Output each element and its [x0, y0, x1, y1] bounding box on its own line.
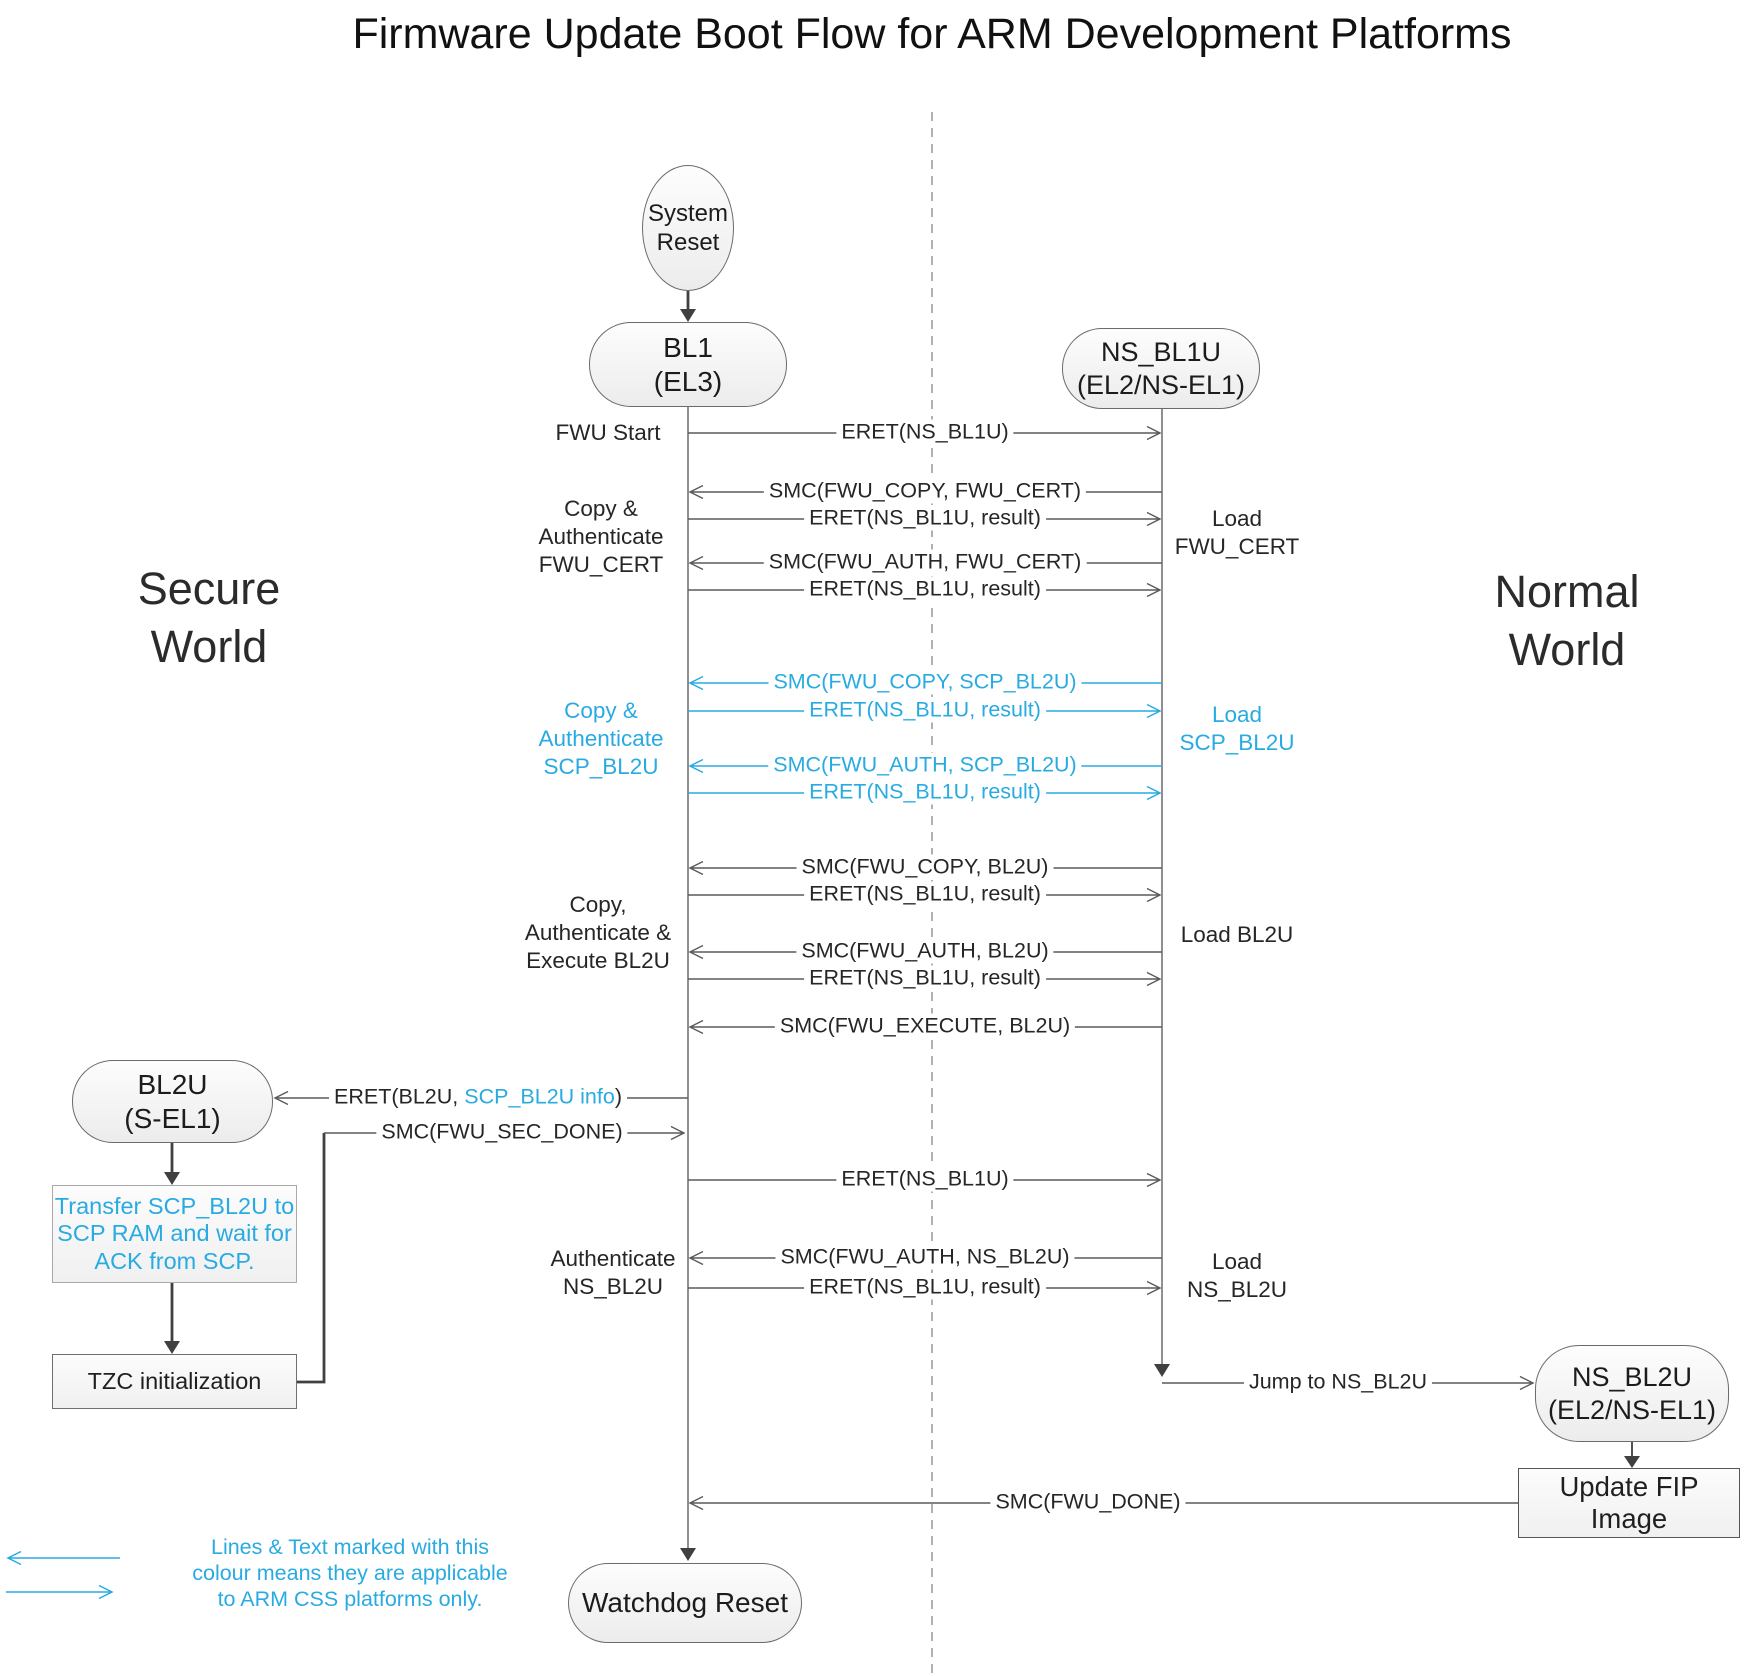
node-bl1: BL1 (EL3)	[589, 322, 787, 407]
label-load-fwu-cert: Load FWU_CERT	[1175, 505, 1300, 561]
node-ns-bl2u: NS_BL2U (EL2/NS-EL1)	[1535, 1345, 1729, 1442]
copy-auth-scp-bl2u-line1: Copy &	[564, 698, 638, 723]
bl1-watchdog-arrowhead-icon	[680, 1548, 696, 1561]
msg-label-eret-ns-bl1u: ERET(NS_BL1U)	[836, 419, 1014, 445]
transfer-scp-line2: SCP RAM and wait for	[57, 1220, 292, 1247]
label-copy-auth-exec-bl2u: Copy, Authenticate & Execute BL2U	[525, 891, 671, 975]
page-title: Firmware Update Boot Flow for ARM Develo…	[352, 10, 1512, 58]
label-load-scp-bl2u: Load SCP_BL2U	[1179, 701, 1294, 757]
transfer-scp-box: Transfer SCP_BL2U to SCP RAM and wait fo…	[52, 1185, 297, 1283]
msg-label-eret-ns-bl1u-2: ERET(NS_BL1U)	[836, 1166, 1014, 1192]
msg-label-eret-result-5: ERET(NS_BL1U, result)	[804, 881, 1046, 907]
label-auth-ns-bl2u: Authenticate NS_BL2U	[550, 1245, 675, 1301]
msg-label-jump-to-ns-bl2u: Jump to NS_BL2U	[1243, 1369, 1433, 1395]
transfer-scp-line3: ACK from SCP.	[94, 1247, 255, 1274]
msg-label-smc-fwu-auth-scp-bl2u: SMC(FWU_AUTH, SCP_BL2U)	[768, 752, 1082, 778]
transfer-scp-line1: Transfer SCP_BL2U to	[54, 1192, 295, 1219]
copy-auth-exec-bl2u-line1: Copy,	[569, 892, 627, 917]
secure-world-line1: Secure	[137, 563, 281, 614]
msg-label-smc-fwu-done: SMC(FWU_DONE)	[990, 1489, 1186, 1515]
normal-world-line2: World	[1508, 624, 1626, 675]
label-load-ns-bl2u: Load NS_BL2U	[1187, 1248, 1287, 1304]
label-copy-auth-fwu-cert: Copy & Authenticate FWU_CERT	[538, 495, 663, 579]
normal-world-label: Normal World	[1494, 563, 1639, 679]
msg-label-eret-result-2: ERET(NS_BL1U, result)	[804, 576, 1046, 602]
legend-left-arrow-icon	[6, 1550, 120, 1566]
auth-ns-bl2u-line1: Authenticate	[550, 1246, 676, 1271]
msg-label-smc-fwu-sec-done: SMC(FWU_SEC_DONE)	[376, 1119, 628, 1145]
legend-right-arrow-icon	[6, 1584, 114, 1600]
msg-label-eret-result-4: ERET(NS_BL1U, result)	[804, 779, 1046, 805]
label-load-bl2u: Load BL2U	[1181, 921, 1294, 949]
normal-world-line1: Normal	[1494, 566, 1640, 617]
legend-note: Lines & Text marked with this colour mea…	[192, 1534, 508, 1612]
ns-bl1u-line2: (EL2/NS-EL1)	[1076, 369, 1246, 400]
bl1-line2: (EL3)	[653, 365, 723, 397]
eret-bl2u-prefix: ERET(BL2U,	[334, 1084, 465, 1109]
tzc-elbow-connector	[297, 1133, 326, 1384]
bl2u-line2: (S-EL1)	[124, 1102, 221, 1134]
bl2u-transfer-arrowhead-icon	[164, 1172, 180, 1185]
load-fwu-cert-line1: Load	[1211, 506, 1263, 531]
msg-label-eret-result-3: ERET(NS_BL1U, result)	[804, 697, 1046, 723]
load-scp-bl2u-line2: SCP_BL2U	[1179, 730, 1295, 755]
bl1-line1: BL1	[663, 331, 713, 363]
msg-label-smc-fwu-execute-bl2u: SMC(FWU_EXECUTE, BL2U)	[774, 1013, 1076, 1039]
node-bl2u: BL2U (S-EL1)	[72, 1060, 273, 1143]
nsbl2u-updatefip-arrowhead-icon	[1624, 1456, 1640, 1468]
fwu-start-text: FWU Start	[555, 420, 661, 445]
ns-bl2u-line2: (EL2/NS-EL1)	[1547, 1394, 1717, 1425]
tzc-box: TZC initialization	[52, 1354, 297, 1409]
msg-label-eret-result-7: ERET(NS_BL1U, result)	[804, 1274, 1046, 1300]
copy-auth-fwu-cert-line2: Authenticate	[538, 524, 664, 549]
load-fwu-cert-line2: FWU_CERT	[1174, 534, 1300, 559]
legend-line3: to ARM CSS platforms only.	[217, 1587, 483, 1611]
system-reset-line2: Reset	[656, 229, 720, 256]
copy-auth-fwu-cert-line1: Copy &	[564, 496, 638, 521]
msg-label-smc-fwu-auth-bl2u: SMC(FWU_AUTH, BL2U)	[796, 938, 1054, 964]
ns-lifeline-end-arrowhead-icon	[1154, 1364, 1170, 1377]
copy-auth-exec-bl2u-line2: Authenticate &	[524, 920, 672, 945]
node-ns-bl1u: NS_BL1U (EL2/NS-EL1)	[1062, 328, 1260, 409]
label-fwu-start: FWU Start	[556, 419, 661, 447]
copy-auth-fwu-cert-line3: FWU_CERT	[538, 552, 664, 577]
watchdog-reset-label: Watchdog Reset	[582, 1587, 788, 1618]
ns-bl1u-line1: NS_BL1U	[1100, 336, 1222, 367]
update-fip-box: Update FIP Image	[1518, 1468, 1740, 1538]
msg-label-smc-fwu-auth-fwu-cert: SMC(FWU_AUTH, FWU_CERT)	[763, 549, 1087, 575]
msg-label-eret-result-1: ERET(NS_BL1U, result)	[804, 505, 1046, 531]
msg-label-smc-fwu-copy-bl2u: SMC(FWU_COPY, BL2U)	[796, 854, 1054, 880]
load-ns-bl2u-line2: NS_BL2U	[1186, 1277, 1288, 1302]
msg-label-smc-fwu-copy-fwu-cert: SMC(FWU_COPY, FWU_CERT)	[763, 478, 1087, 504]
secure-world-label: Secure World	[138, 560, 281, 676]
msg-label-eret-result-6: ERET(NS_BL1U, result)	[804, 965, 1046, 991]
system-reset-line1: System	[647, 200, 728, 227]
msg-label-smc-fwu-auth-ns-bl2u: SMC(FWU_AUTH, NS_BL2U)	[775, 1244, 1075, 1270]
msg-label-eret-bl2u: ERET(BL2U, SCP_BL2U info)	[329, 1084, 627, 1110]
tzc-label: TZC initialization	[87, 1368, 262, 1394]
ns-bl2u-line1: NS_BL2U	[1571, 1361, 1693, 1392]
copy-auth-scp-bl2u-line2: Authenticate	[538, 726, 664, 751]
node-system-reset: System Reset	[642, 165, 734, 291]
node-watchdog-reset: Watchdog Reset	[568, 1563, 802, 1643]
legend-line1: Lines & Text marked with this	[210, 1535, 490, 1559]
eret-bl2u-suffix: )	[614, 1084, 622, 1109]
update-fip-label: Update FIP Image	[1559, 1471, 1699, 1534]
bl2u-line1: BL2U	[137, 1068, 208, 1100]
secure-world-line2: World	[150, 621, 268, 672]
load-ns-bl2u-line1: Load	[1211, 1249, 1263, 1274]
load-scp-bl2u-line1: Load	[1211, 702, 1263, 727]
transfer-tzc-arrowhead-icon	[164, 1341, 180, 1354]
auth-ns-bl2u-line2: NS_BL2U	[562, 1274, 664, 1299]
copy-auth-exec-bl2u-line3: Execute BL2U	[526, 948, 670, 973]
system-reset-arrowhead-icon	[680, 309, 696, 322]
eret-bl2u-highlight: SCP_BL2U info	[464, 1084, 615, 1109]
load-bl2u-text: Load BL2U	[1180, 922, 1294, 947]
copy-auth-scp-bl2u-line3: SCP_BL2U	[543, 754, 659, 779]
label-copy-auth-scp-bl2u: Copy & Authenticate SCP_BL2U	[538, 697, 663, 781]
legend-line2: colour means they are applicable	[192, 1561, 508, 1585]
msg-label-smc-fwu-copy-scp-bl2u: SMC(FWU_COPY, SCP_BL2U)	[768, 669, 1082, 695]
